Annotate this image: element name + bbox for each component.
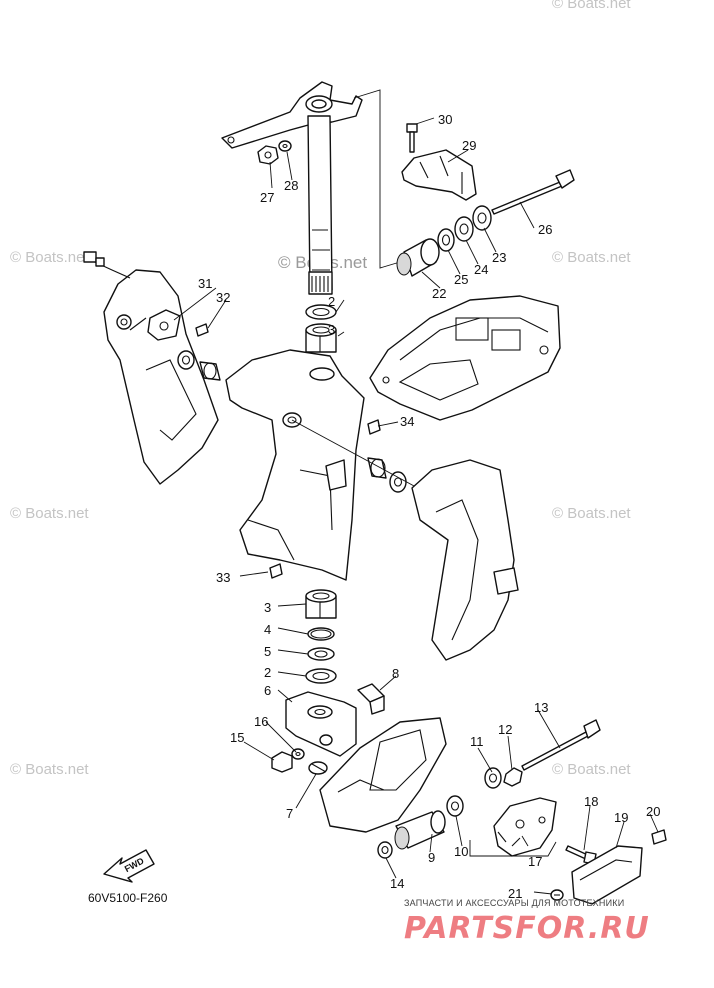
- callout-10: 10: [454, 844, 468, 859]
- callout-6: 6: [264, 683, 271, 698]
- watermark: © Boats.net: [552, 505, 631, 522]
- footer-tagline: ЗАПЧАСТИ И АКСЕССУАРЫ ДЛЯ МОТОТЕХНИКИ: [404, 898, 624, 908]
- callout-24: 24: [474, 262, 488, 277]
- callout-26: 26: [538, 222, 552, 237]
- bolt-26: [491, 169, 575, 215]
- bolt-18: [565, 845, 597, 865]
- callout-27: 27: [260, 190, 274, 205]
- assembly-guide-line: [353, 89, 401, 269]
- screw-21: [550, 889, 564, 901]
- clamp-bracket-right: [411, 459, 519, 661]
- washer-14: [377, 841, 393, 859]
- callout-11: 11: [470, 734, 484, 749]
- callout-23: 23: [492, 250, 506, 265]
- callout-16: 16: [254, 714, 268, 729]
- lower-casing: [319, 717, 447, 833]
- callout-7: 7: [286, 806, 293, 821]
- upper-casing: [369, 295, 561, 421]
- o-ring-4: [307, 627, 335, 641]
- washer-28: [278, 140, 292, 152]
- lower-mount-bracket-6: [285, 691, 357, 757]
- diagram-code: 60V5100-F260: [88, 891, 168, 905]
- housing-guide-line: [469, 840, 557, 857]
- upper-mount-cover-29: [401, 149, 477, 201]
- rubber-mount-22: [396, 238, 440, 277]
- bolt-13: [521, 719, 601, 771]
- callout-34: 34: [400, 414, 414, 429]
- swivel-bracket: [225, 349, 365, 581]
- callout-20: 20: [646, 804, 660, 819]
- nut-15: [271, 751, 293, 773]
- callout-12: 12: [498, 722, 512, 737]
- steering-shaft: [307, 115, 333, 295]
- clip-7: [308, 761, 328, 775]
- callout-5: 5: [264, 644, 271, 659]
- bushing-3-lower: [305, 589, 337, 619]
- callout-29: 29: [462, 138, 476, 153]
- watermark: © Boats.net: [10, 761, 89, 778]
- nut-12: [503, 767, 523, 787]
- callout-14: 14: [390, 876, 404, 891]
- callout-25: 25: [454, 272, 468, 287]
- callout-22: 22: [432, 286, 446, 301]
- callout-4: 4: [264, 622, 271, 637]
- callout-28: 28: [284, 178, 298, 193]
- washer-11: [484, 767, 502, 789]
- tilt-pin-collar: [177, 350, 221, 381]
- callout-3-upper: 3: [328, 322, 335, 337]
- washer-24: [454, 216, 474, 242]
- callout-33: 33: [216, 570, 230, 585]
- grease-nipple-34: [367, 419, 381, 435]
- callout-2-lower: 2: [264, 665, 271, 680]
- leader-lines: [173, 117, 659, 895]
- callout-3-lower: 3: [264, 600, 271, 615]
- callout-15: 15: [230, 730, 244, 745]
- callout-17: 17: [528, 854, 542, 869]
- callout-31: 31: [198, 276, 212, 291]
- mount-housing-17: [493, 797, 557, 857]
- watermark: © Boats.net: [552, 761, 631, 778]
- fwd-arrow-icon: FWD: [103, 849, 155, 883]
- grease-nipple-33: [269, 563, 283, 579]
- cover-8: [357, 683, 385, 715]
- watermark: © Boats.net: [552, 249, 631, 266]
- trim-sensor-31: [147, 309, 181, 341]
- callout-labels: 2 3 3 4 5 2 6 7 8 9 10 11 12 13 14 15 16…: [198, 112, 660, 901]
- watermark: © Boats.net: [10, 249, 89, 266]
- bushing-3-upper: [305, 323, 337, 353]
- grommet-20: [651, 829, 667, 845]
- callout-30: 30: [438, 112, 452, 127]
- callout-18: 18: [584, 794, 598, 809]
- watermark: © Boats.net: [552, 0, 631, 12]
- callout-9: 9: [428, 850, 435, 865]
- washer-10: [446, 795, 464, 817]
- steering-arm: [221, 81, 363, 149]
- washer-23: [472, 205, 492, 231]
- nut-27: [257, 145, 279, 165]
- screw-32: [195, 323, 209, 337]
- washer-5: [307, 647, 335, 661]
- callout-13: 13: [534, 700, 548, 715]
- callout-8: 8: [392, 666, 399, 681]
- rubber-mount-9: [394, 810, 446, 850]
- washer-25: [437, 228, 455, 252]
- bolt-30: [406, 123, 418, 153]
- callout-2-upper: 2: [328, 294, 335, 309]
- footer-brand: PARTSFOR.RU: [404, 911, 650, 946]
- watermark: © Boats.net: [10, 505, 89, 522]
- sensor-lead-wire: [83, 251, 131, 279]
- callout-21: 21: [508, 886, 522, 901]
- cover-plate-19: [571, 845, 643, 905]
- washer-16: [291, 748, 305, 760]
- collar-right: [367, 457, 407, 493]
- washer-2-lower: [305, 668, 337, 684]
- clamp-bracket-left: [103, 269, 219, 485]
- callout-19: 19: [614, 810, 628, 825]
- callout-32: 32: [216, 290, 230, 305]
